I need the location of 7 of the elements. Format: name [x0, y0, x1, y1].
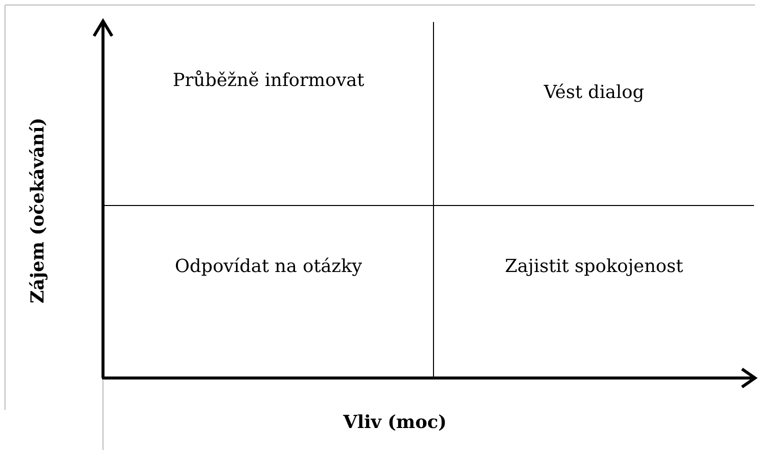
quadrant-text: Průběžně informovat: [172, 69, 366, 93]
quadrant: [104, 22, 434, 206]
axis-title: Vliv (moc): [343, 412, 447, 432]
quadrant-text: Zajistit spokojenost: [504, 255, 684, 279]
axis-title: Zájem (očekávání): [28, 117, 48, 303]
quadrant-text: Vést dialog: [542, 81, 646, 105]
quadrant-text: Odpovídat na otázky: [174, 255, 364, 279]
